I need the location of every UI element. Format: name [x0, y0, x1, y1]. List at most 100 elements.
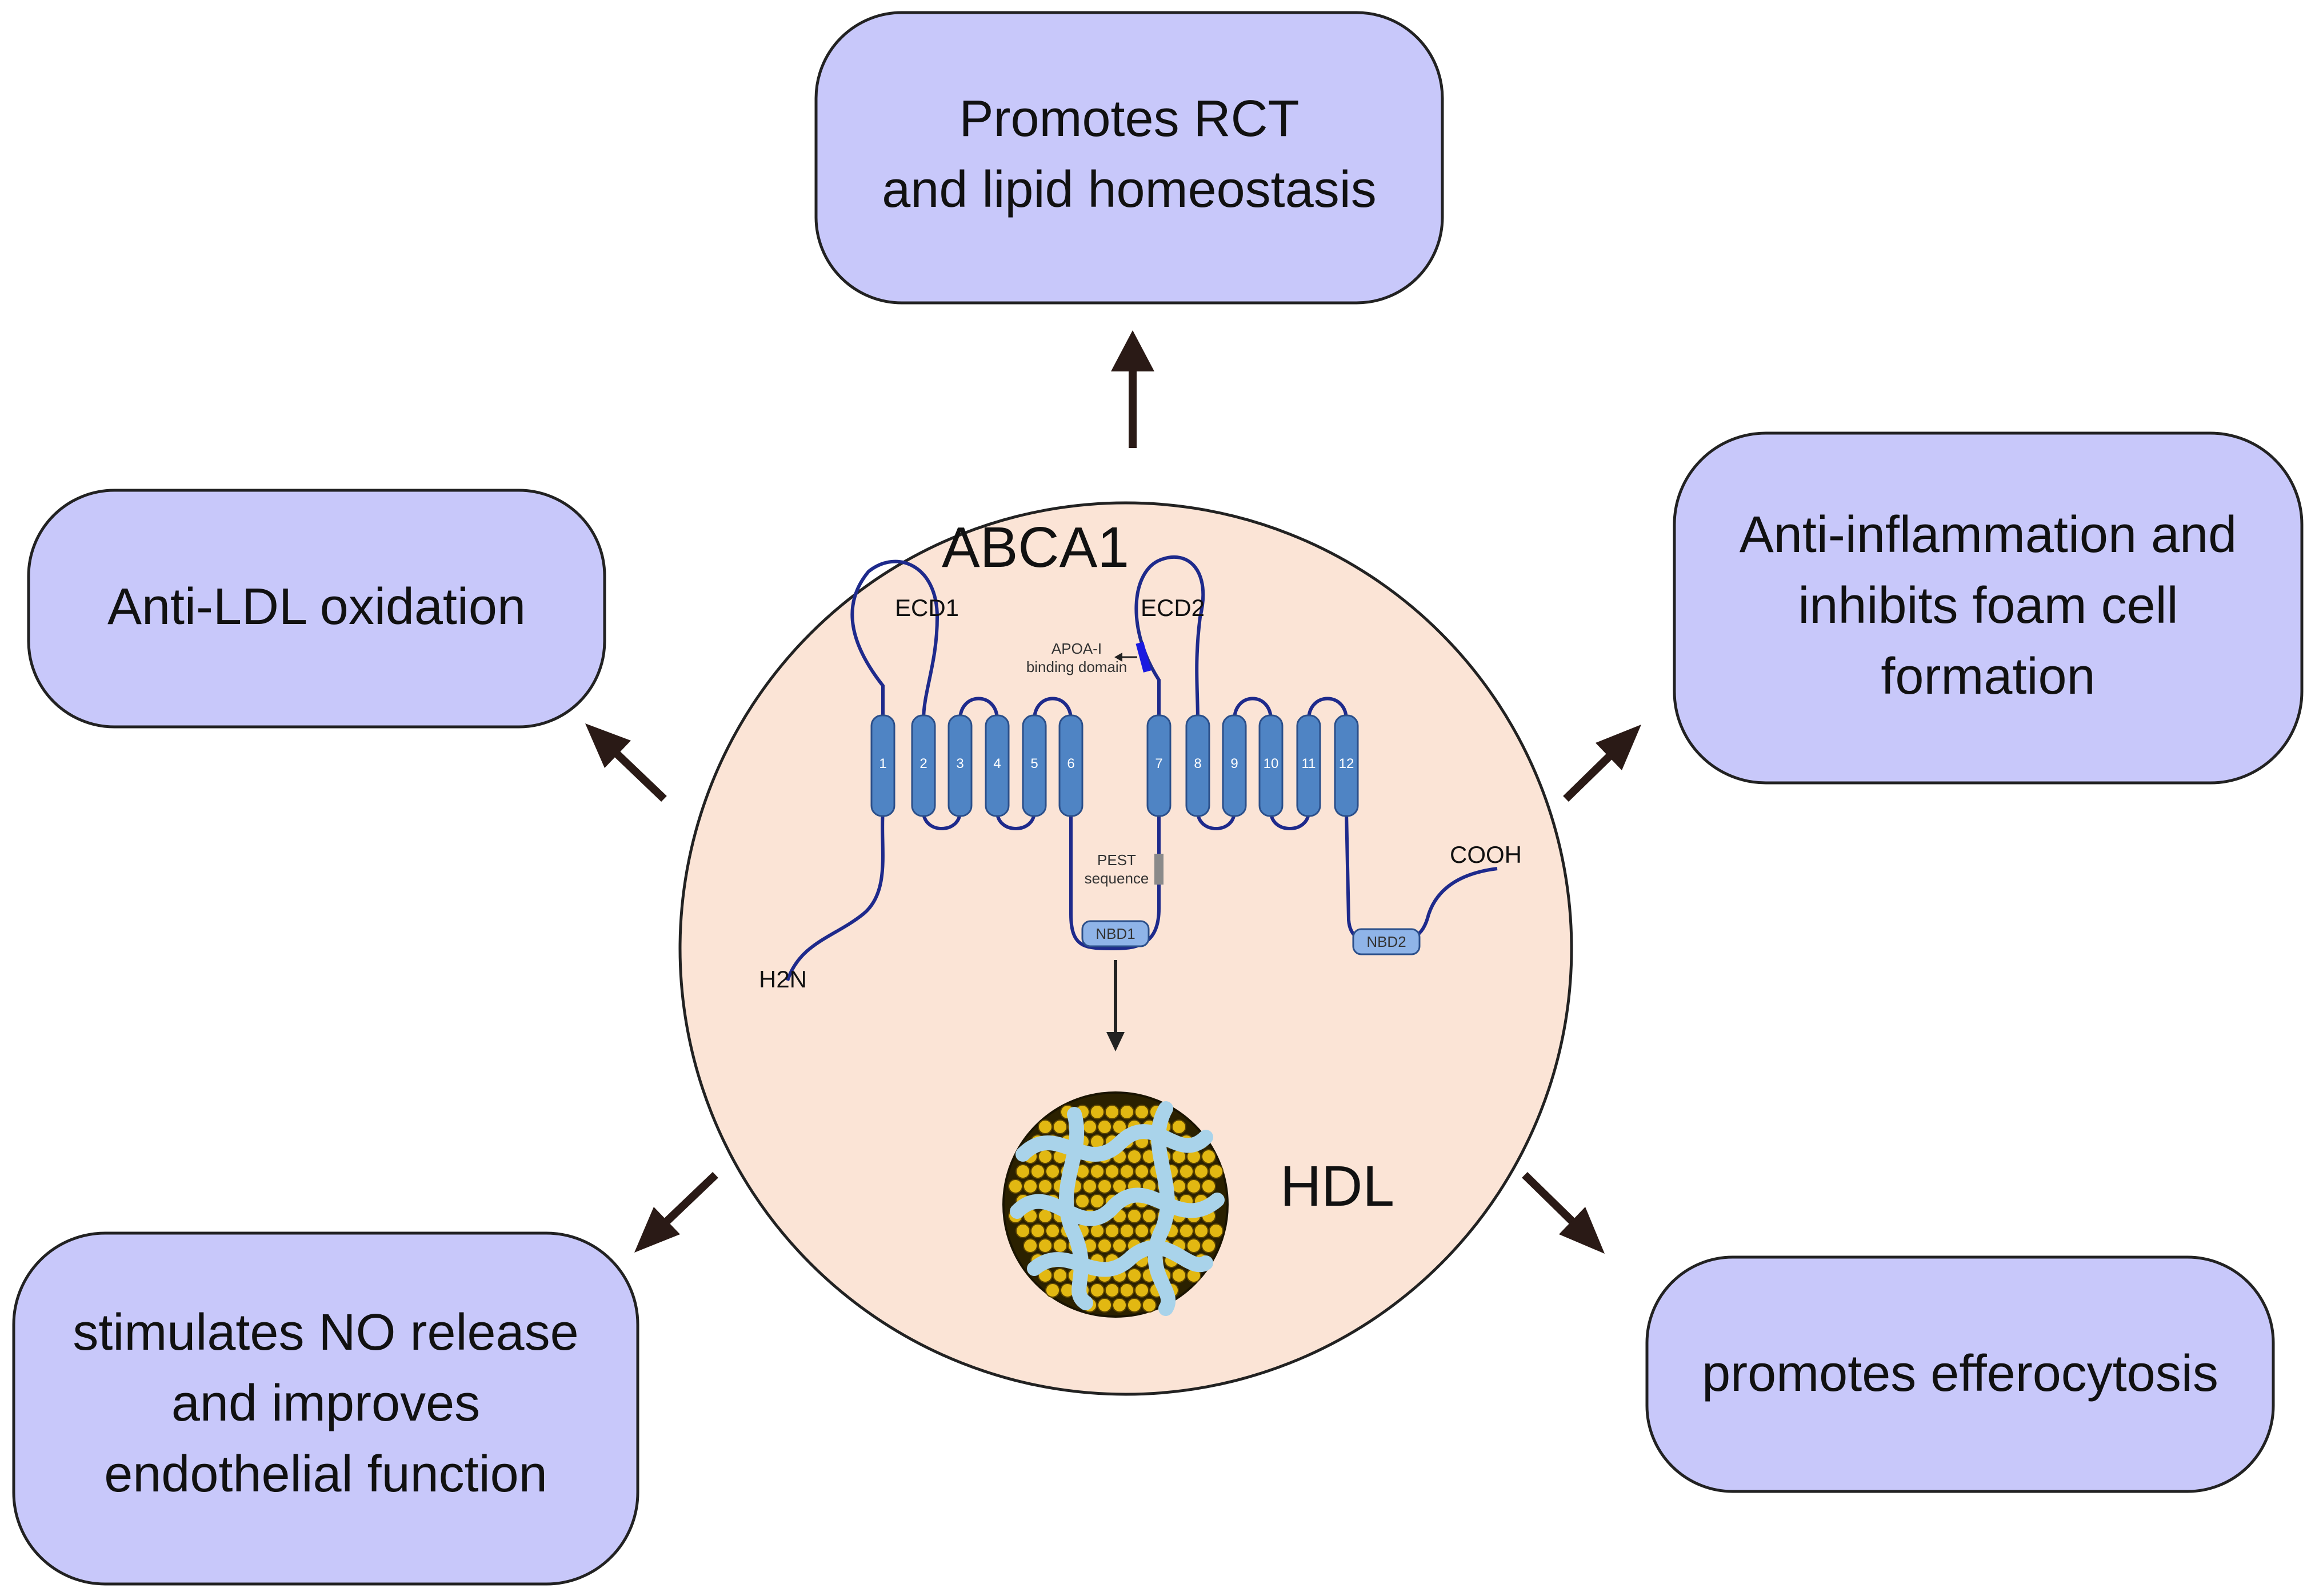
box-inflammation-line3: formation: [1881, 648, 2095, 705]
hdl-lipid-dot: [1082, 1179, 1097, 1194]
hdl-lipid-dot: [1112, 1298, 1127, 1313]
hdl-lipid-dot: [1186, 1238, 1201, 1253]
hdl-lipid-dot: [1015, 1164, 1030, 1179]
hdl-lipid-dot: [1179, 1223, 1194, 1238]
nbd2-label: NBD2: [1366, 933, 1406, 950]
c-terminus-label: COOH: [1450, 841, 1522, 868]
hdl-lipid-dot: [1045, 1164, 1060, 1179]
hdl-lipid-dot: [1119, 1223, 1134, 1238]
hdl-lipid-dot: [1105, 1164, 1119, 1179]
helices: 1 2 3 4 5 6 7 8 9 10 11 12: [870, 714, 1359, 817]
hdl-lipid-dot: [1045, 1283, 1060, 1298]
box-inflammation-line1: Anti-inflammation and: [1740, 506, 2237, 563]
helix-label-5: 5: [1030, 756, 1038, 771]
hdl-lipid-dot: [1134, 1105, 1149, 1119]
box-efferocytosis-line1: promotes efferocytosis: [1702, 1345, 2218, 1402]
helix-5: [1022, 714, 1047, 817]
hdl-lipid-dot: [1038, 1238, 1053, 1253]
hdl-lipid-dot: [1097, 1238, 1112, 1253]
hdl-lipid-dot: [1023, 1238, 1038, 1253]
arrow-to-hdl: [1106, 960, 1125, 1051]
hdl-lipid-dot: [1134, 1223, 1149, 1238]
helix-8: [1185, 714, 1210, 817]
box-rct-line1: Promotes RCT: [959, 90, 1299, 147]
box-inflammation-line2: inhibits foam cell: [1798, 577, 2178, 634]
box-rct: [814, 11, 1444, 305]
hdl-lipid-dot: [1186, 1179, 1201, 1194]
hdl-lipid-dot: [1127, 1298, 1142, 1313]
helix-3: [947, 714, 973, 817]
hdl-lipid-dot: [1082, 1119, 1097, 1134]
hdl-lipid-dot: [1045, 1223, 1060, 1238]
ecd1-label: ECD1: [895, 594, 959, 621]
hdl-lipid-dot: [1038, 1119, 1053, 1134]
hdl-lipid-dot: [1008, 1179, 1023, 1194]
hdl-lipid-dot: [1030, 1223, 1045, 1238]
hdl-lipid-dot: [1105, 1223, 1119, 1238]
hdl-particle: [1002, 1091, 1229, 1318]
box-no-release-line3: endothelial function: [104, 1446, 547, 1503]
arrow-bottom-left: [634, 1171, 718, 1253]
box-efferocytosis: [1645, 1255, 2275, 1493]
helix-label-6: 6: [1067, 756, 1074, 771]
helix-label-3: 3: [956, 756, 963, 771]
hdl-lipid-dot: [1090, 1283, 1105, 1298]
hdl-lipid-dot: [1105, 1105, 1119, 1119]
box-no-release-line2: and improves: [171, 1375, 480, 1432]
hdl-lipid-dot: [1179, 1164, 1194, 1179]
helix-7: [1146, 714, 1172, 817]
n-terminus-label: H2N: [759, 966, 807, 993]
apoa-label-line1: APOA-I: [1051, 640, 1102, 657]
hdl-lipid-dot: [1112, 1238, 1127, 1253]
hdl-lipid-dot: [1201, 1179, 1216, 1194]
helix-12: [1334, 714, 1359, 817]
pest-mark: [1154, 854, 1164, 885]
helix-2: [911, 714, 936, 817]
hdl-lipid-dot: [1053, 1119, 1067, 1134]
arrow-left: [585, 723, 667, 802]
box-ldl-line1: Anti-LDL oxidation: [107, 578, 526, 635]
hdl-lipid-dot: [1075, 1194, 1090, 1209]
box-no-release: [12, 1231, 639, 1586]
helix-label-10: 10: [1264, 756, 1279, 771]
hdl-lipid-dot: [1209, 1223, 1224, 1238]
hdl-lipid-dot: [1105, 1283, 1119, 1298]
arrow-bottom-right: [1522, 1171, 1605, 1254]
hdl-lipid-dot: [1172, 1268, 1186, 1283]
helix-label-4: 4: [993, 756, 1001, 771]
pest-label-line1: PEST: [1097, 851, 1136, 869]
apoa-label-line2: binding domain: [1026, 658, 1127, 675]
helix-label-12: 12: [1339, 756, 1354, 771]
hdl-lipid-dot: [1119, 1164, 1134, 1179]
helix-9: [1222, 714, 1247, 817]
helix-label-2: 2: [919, 756, 927, 771]
hdl-lipid-dot: [1023, 1179, 1038, 1194]
hdl-lipid-dot: [1134, 1164, 1149, 1179]
nbd1-domain: [1081, 920, 1150, 947]
helix-10: [1258, 714, 1284, 817]
apoa-binding-mark: [1135, 642, 1151, 673]
hdl-lipid-dot: [1015, 1223, 1030, 1238]
hdl-lipid-dot: [1142, 1209, 1157, 1223]
helix-11: [1296, 714, 1321, 817]
helix-4: [985, 714, 1010, 817]
helix-label-11: 11: [1302, 756, 1316, 771]
box-inflammation: [1673, 431, 2304, 785]
helix-label-9: 9: [1230, 756, 1238, 771]
helix-label-1: 1: [879, 756, 886, 771]
hdl-lipid-dot: [1194, 1164, 1209, 1179]
hdl-lipid-dot: [1030, 1164, 1045, 1179]
hdl-lipid-dot: [1127, 1209, 1142, 1223]
hdl-lipid-dot: [1090, 1164, 1105, 1179]
hdl-lipid-dot: [1090, 1105, 1105, 1119]
helix-1: [870, 714, 895, 817]
hdl-lipid-dot: [1038, 1149, 1053, 1164]
hdl-lipid-dot: [1053, 1268, 1067, 1283]
hdl-lipid-dot: [1097, 1179, 1112, 1194]
hdl-lipid-dot: [1119, 1283, 1134, 1298]
nbd2-domain: [1352, 928, 1421, 955]
hdl-lipid-dot: [1038, 1179, 1053, 1194]
arrow-up: [1111, 330, 1154, 448]
hdl-label: HDL: [1280, 1154, 1394, 1218]
arrow-right: [1563, 725, 1641, 802]
